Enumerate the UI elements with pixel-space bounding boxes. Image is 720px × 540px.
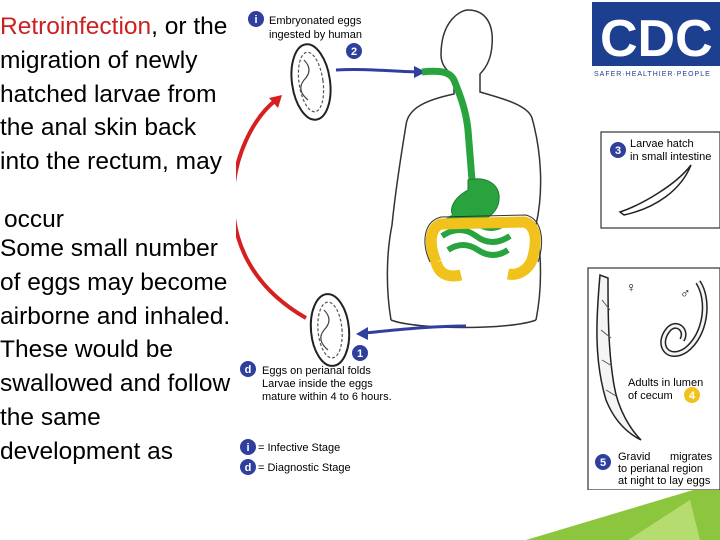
step-3-line2: in small intestine [630, 151, 711, 163]
step-4-line1: Adults in lumen [628, 377, 703, 389]
female-worm [596, 273, 642, 441]
cdc-logo-tagline: SAFER·HEALTHIER·PEOPLE [594, 71, 711, 78]
retroinfection-paragraph: Retroinfection, or the migration of newl… [0, 10, 240, 179]
stage-d-line3: mature within 4 to 6 hours. [262, 391, 392, 403]
esophagus [421, 67, 476, 181]
step-2-badge: 2 [346, 43, 362, 59]
stage-i-label: i Embryonated eggs ingested by human [248, 11, 362, 41]
step-1-badge: 1 [352, 345, 368, 361]
green-triangle-small [628, 500, 700, 540]
step-3-line1: Larvae hatch [630, 138, 694, 150]
retroinfection-term: Retroinfection [0, 13, 152, 40]
larva-drawing [618, 164, 692, 216]
retroinfection-description: , or the migration of newly hatched larv… [0, 13, 228, 176]
colon-outline [424, 214, 543, 263]
stage-d-line1: Eggs on perianal folds [262, 365, 371, 377]
step-5-line2: to perianal region [618, 463, 703, 475]
pinworm-lifecycle-diagram: CDC SAFER·HEALTHIER·PEOPLE i Embryonated… [236, 0, 720, 490]
stage-i-line1: Embryonated eggs [269, 15, 362, 27]
embryonated-egg [290, 43, 332, 121]
perianal-egg [309, 293, 351, 367]
step-2-number: 2 [351, 46, 357, 58]
step-4-line2: of cecum [628, 390, 673, 402]
step-5-line1b: migrates [670, 451, 713, 463]
cdc-logo: CDC SAFER·HEALTHIER·PEOPLE [592, 2, 720, 78]
colon [425, 216, 541, 282]
legend-i-marker: i [246, 442, 249, 454]
stage-i-line2: ingested by human [269, 29, 362, 41]
step-3-panel: 3 Larvae hatch in small intestine [600, 131, 720, 229]
egg-laying-arrow [356, 324, 467, 340]
stage-legend: i = Infective Stage d = Diagnostic Stage [240, 439, 351, 475]
legend-i-label: = Infective Stage [258, 442, 340, 454]
ingestion-arrow [335, 66, 426, 78]
male-symbol: ♂ [680, 285, 691, 301]
female-symbol: ♀ [626, 279, 637, 295]
step-1-number: 1 [357, 348, 363, 360]
airborne-eggs-paragraph: Some small number of eggs may become air… [0, 235, 231, 465]
step-5-line1: Gravid [618, 451, 650, 463]
cdc-logo-text: CDC [600, 10, 713, 68]
adult-worms-panel: ♀ ♂ Adults in lumen of cecum 4 5 Gravid … [587, 267, 720, 490]
legend-d-marker: d [245, 462, 252, 474]
stage-d-label: d Eggs on perianal folds Larvae inside t… [240, 361, 392, 403]
stage-d-marker: d [245, 364, 252, 376]
step-3-number: 3 [615, 145, 621, 157]
retroinfection-paragraph-end: occur [4, 206, 64, 233]
digestive-tract [421, 67, 543, 282]
stage-i-marker: i [254, 14, 257, 26]
retroinfection-arrow [236, 95, 307, 320]
legend-d-label: = Diagnostic Stage [258, 462, 351, 474]
step-4-number: 4 [689, 390, 696, 402]
stage-d-line2: Larvae inside the eggs [262, 378, 373, 390]
step-5-line3: at night to lay eggs [618, 475, 711, 487]
step-5-number: 5 [600, 457, 606, 469]
